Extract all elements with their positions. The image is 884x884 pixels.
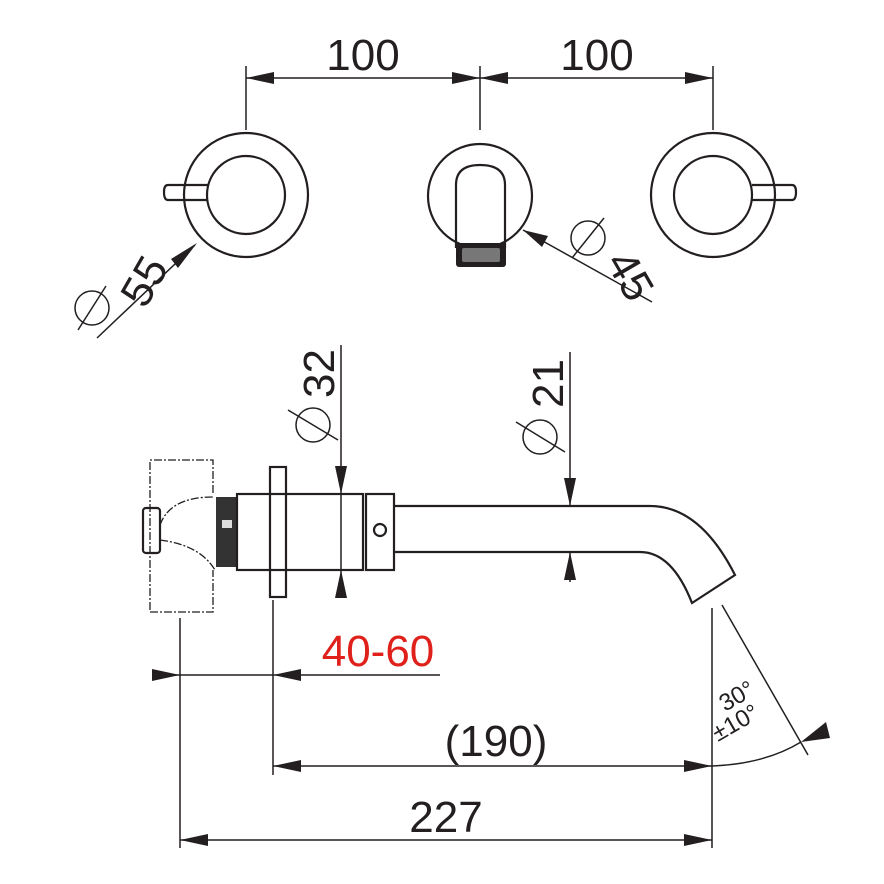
total-projection-label: 227 bbox=[409, 793, 482, 842]
diameter-symbol-icon bbox=[287, 407, 339, 443]
diameter-symbol-icon bbox=[74, 285, 110, 331]
diameter-symbol-icon bbox=[515, 419, 566, 455]
front-view: 100 100 55 bbox=[74, 31, 798, 339]
spout-rosette bbox=[426, 142, 534, 267]
right-handle bbox=[649, 131, 798, 259]
spout-rosette-diameter-label: 45 bbox=[596, 243, 663, 310]
depth-dimensions: 40-60 (190) 227 30° ±10° bbox=[152, 600, 830, 848]
spacing-left-label: 100 bbox=[326, 31, 399, 80]
diameter-symbol-icon bbox=[570, 217, 606, 259]
left-handle bbox=[162, 131, 310, 259]
side-view: 32 21 bbox=[141, 345, 737, 613]
spout-diameter-label: 21 bbox=[524, 359, 573, 408]
spout-projection-label: (190) bbox=[445, 717, 548, 766]
spacing-right-label: 100 bbox=[560, 31, 633, 80]
body-diameter-label: 32 bbox=[295, 349, 344, 398]
wall-depth-range-label: 40-60 bbox=[322, 627, 435, 676]
handle-diameter-label: 55 bbox=[111, 248, 178, 315]
